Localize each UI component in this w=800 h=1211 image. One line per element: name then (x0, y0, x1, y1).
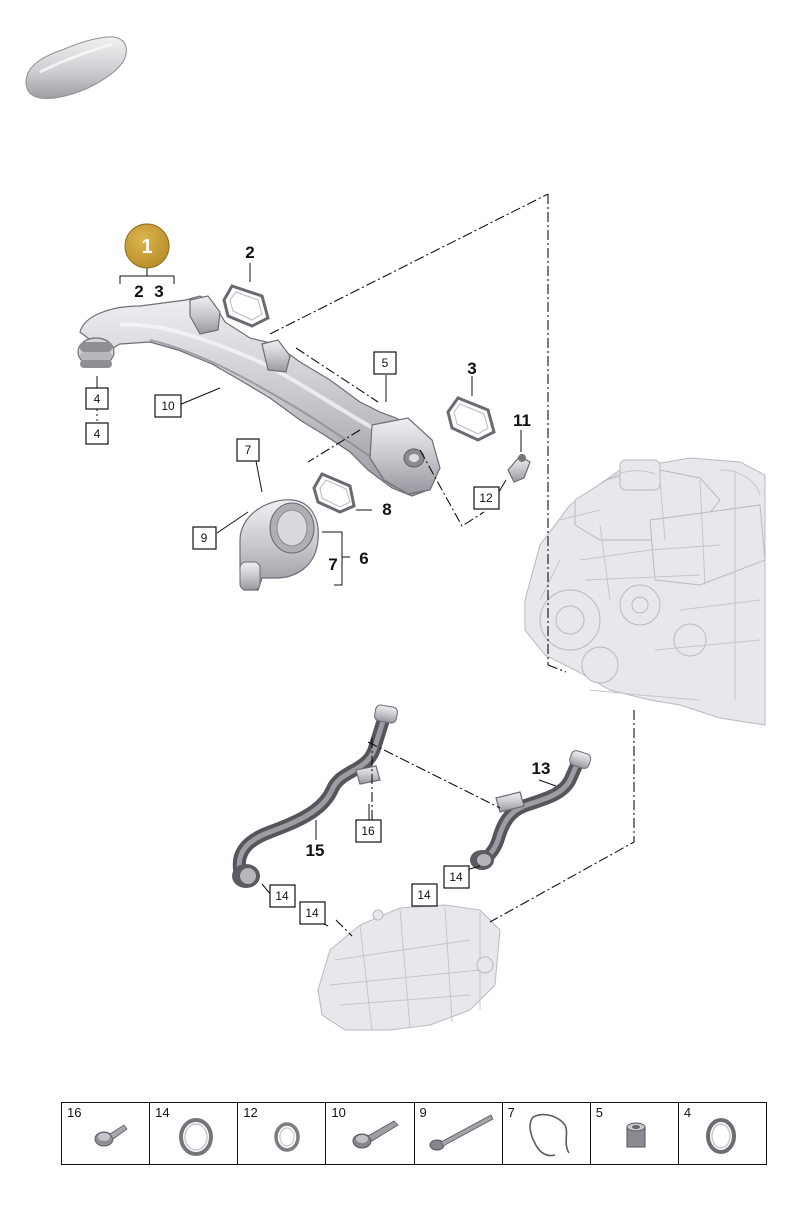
parts-cell-16[interactable]: 16 (60, 1102, 151, 1165)
callout-box[interactable]: 7 (236, 438, 260, 462)
parts-cell-4[interactable]: 4 (677, 1102, 768, 1165)
parts-cell-10[interactable]: 10 (325, 1102, 415, 1165)
callout-box[interactable]: 9 (192, 526, 217, 550)
parts-cell-7[interactable]: 7 (501, 1102, 591, 1165)
parts-cell-14[interactable]: 14 (149, 1102, 239, 1165)
callout-box-label: 4 (94, 427, 101, 441)
callout-bold[interactable]: 7 (328, 555, 337, 574)
coolant-hose-13 (470, 750, 592, 870)
callout-box-label: 10 (161, 399, 175, 413)
parts-cell-5[interactable]: 5 (589, 1102, 679, 1165)
callout-box-label: 5 (382, 356, 389, 370)
sleeve-nut-icon (626, 1122, 646, 1148)
callout-box[interactable]: 14 (299, 901, 326, 925)
callout-bold[interactable]: 13 (532, 759, 551, 778)
bold-callouts: 2 3 11 8 7 6 13 15 (245, 243, 550, 860)
flange-bolt-icon (352, 1120, 400, 1149)
part-number: 7 (507, 1105, 515, 1120)
callout-box-label: 7 (245, 443, 252, 457)
callout-box[interactable]: 14 (443, 865, 470, 889)
temperature-sensor (507, 454, 531, 483)
long-bolt-icon (429, 1114, 494, 1151)
seal-ring-icon (179, 1118, 214, 1156)
lower-housing-illustration (317, 904, 501, 1031)
wire-clip-icon (528, 1113, 570, 1157)
callout-box[interactable]: 14 (411, 883, 438, 907)
callout-box[interactable]: 16 (355, 819, 382, 843)
bracket-item-label: 3 (154, 282, 163, 301)
part-number: 4 (683, 1105, 692, 1120)
part-number: 9 (419, 1105, 427, 1120)
callout-box-label: 4 (94, 392, 101, 406)
callout-box[interactable]: 14 (269, 884, 296, 908)
o-ring-icon (705, 1118, 736, 1154)
thermostat-housing (239, 499, 319, 591)
engine-block-illustration (524, 457, 766, 726)
callout-bold[interactable]: 6 (359, 549, 368, 568)
bolt-short-icon (94, 1124, 128, 1147)
parts-cell-9[interactable]: 9 (413, 1102, 503, 1165)
boxed-callouts: 5 10 4 4 7 12 9 16 (85, 351, 500, 925)
callout-box[interactable]: 5 (373, 351, 397, 375)
assembly-badge[interactable]: 1 (124, 223, 170, 269)
assembly-reference-lines (269, 193, 635, 937)
gasket-2 (222, 284, 270, 328)
callout-leader-lines (96, 263, 557, 927)
callout-bold[interactable]: 2 (245, 243, 254, 262)
gasket-3 (446, 396, 496, 442)
callout-box[interactable]: 4 (85, 387, 109, 410)
parts-legend-table: 16 14 12 10 (60, 1102, 768, 1165)
callout-bold[interactable]: 3 (467, 359, 476, 378)
vehicle-silhouette-icon (25, 36, 127, 99)
parts-cell-12[interactable]: 12 (237, 1102, 327, 1165)
coolant-distributor-pipe (77, 295, 441, 497)
assembly-badge-number: 1 (141, 236, 152, 258)
callout-box-label: 14 (275, 889, 289, 903)
callout-box[interactable]: 4 (85, 422, 109, 445)
bracket-item-label: 2 (134, 282, 143, 301)
callout-bold[interactable]: 8 (382, 500, 391, 519)
callout-bold[interactable]: 11 (513, 411, 531, 430)
part-number: 14 (155, 1105, 170, 1120)
part-number: 10 (331, 1105, 346, 1120)
part-number: 12 (243, 1105, 258, 1120)
callout-box[interactable]: 12 (473, 486, 500, 510)
gasket-8 (312, 472, 356, 514)
part-number: 5 (595, 1105, 603, 1120)
callout-box-label: 16 (361, 824, 375, 838)
coolant-hose-15 (232, 704, 398, 888)
callout-box-label: 12 (479, 491, 493, 505)
callout-box-label: 9 (201, 531, 208, 545)
seal-ring-small-icon (274, 1122, 300, 1152)
callout-bold[interactable]: 15 (306, 841, 325, 860)
part-number: 16 (67, 1105, 82, 1120)
callout-box-label: 14 (449, 870, 463, 884)
callout-box-label: 14 (305, 906, 319, 920)
callout-box[interactable]: 10 (154, 394, 182, 418)
callout-box-label: 14 (417, 888, 431, 902)
